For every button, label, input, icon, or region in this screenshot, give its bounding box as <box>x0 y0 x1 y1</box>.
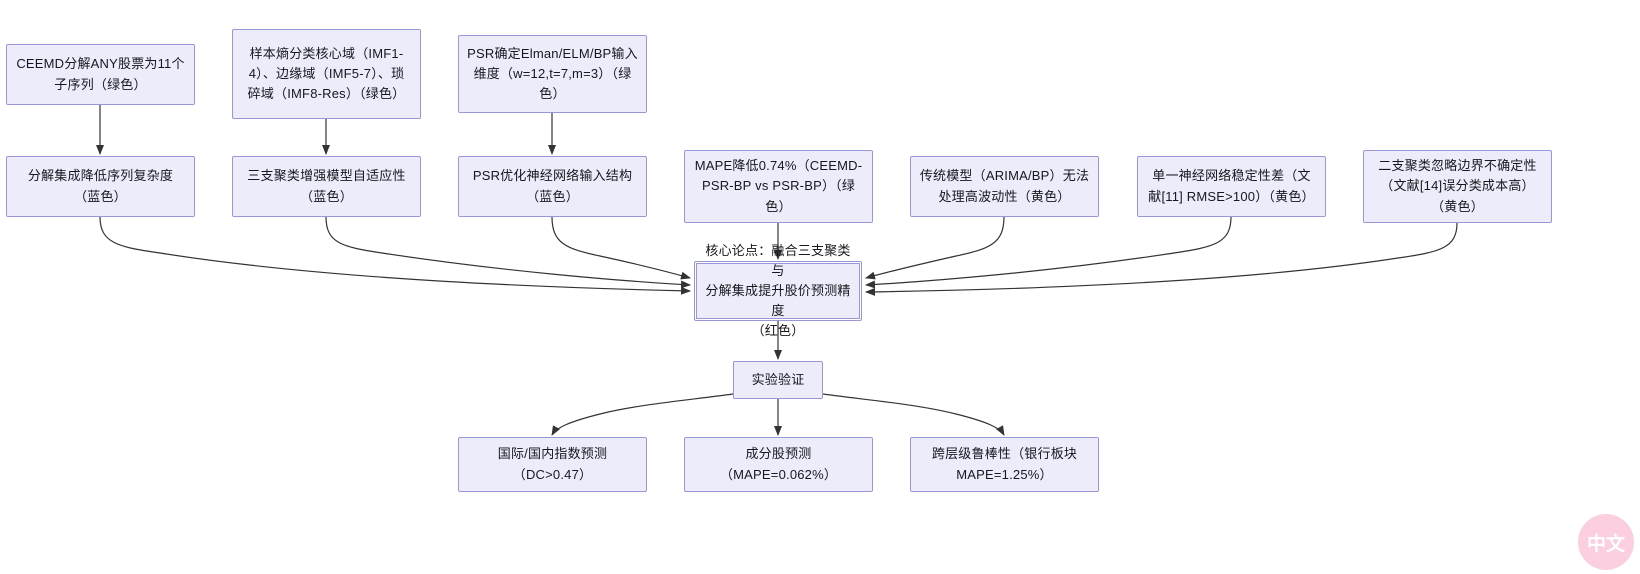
node-label: 二支聚类忽略边界不确定性 （文献[14]误分类成本高） （黄色） <box>1378 158 1537 214</box>
node-sample-entropy-classification[interactable]: 样本熵分类核心域（IMF1- 4）、边缘域（IMF5-7）、琐 碎域（IMF8-… <box>232 29 421 119</box>
node-label: MAPE降低0.74%（CEEMD- PSR-BP vs PSR-BP）（绿 色… <box>694 158 863 214</box>
node-label: 跨层级鲁棒性（银行板块 MAPE=1.25%） <box>931 446 1078 482</box>
node-constituent-stock-forecasting[interactable]: 成分股预测 （MAPE=0.062%） <box>684 437 873 492</box>
node-label: PSR确定Elman/ELM/BP输入 维度（w=12,t=7,m=3）（绿 色… <box>467 45 638 102</box>
edge-n6-core <box>551 216 691 280</box>
watermark-text: 中文 <box>1586 533 1625 555</box>
node-label: CEEMD分解ANY股票为11个 子序列（绿色） <box>16 56 185 92</box>
edge-n12-n15 <box>822 393 1005 436</box>
node-core-thesis[interactable]: 核心论点：融合三支聚类与 分解集成提升股价预测精度 （红色） <box>694 243 862 338</box>
node-two-way-clustering-boundary[interactable]: 二支聚类忽略边界不确定性 （文献[14]误分类成本高） （黄色） <box>1363 150 1552 223</box>
node-label: 国际/国内指数预测 （DC>0.47） <box>497 446 608 482</box>
node-label: PSR优化神经网络输入结构 （蓝色） <box>472 168 633 204</box>
edge-n4-core <box>99 216 691 295</box>
node-ceemd-decomposition[interactable]: CEEMD分解ANY股票为11个 子序列（绿色） <box>6 44 195 105</box>
node-label: 成分股预测 （MAPE=0.062%） <box>719 446 838 482</box>
node-traditional-model-limitation[interactable]: 传统模型（ARIMA/BP）无法 处理高波动性（黄色） <box>910 156 1099 217</box>
watermark-badge: 中文 <box>1578 514 1634 570</box>
node-psr-optimizes-network-input[interactable]: PSR优化神经网络输入结构 （蓝色） <box>458 156 647 217</box>
node-experimental-validation[interactable]: 实验验证 <box>733 361 823 399</box>
node-label: 实验验证 <box>751 371 805 387</box>
node-decomposition-reduces-complexity[interactable]: 分解集成降低序列复杂度 （蓝色） <box>6 156 195 217</box>
node-label: 传统模型（ARIMA/BP）无法 处理高波动性（黄色） <box>919 168 1090 204</box>
node-label: 样本熵分类核心域（IMF1- 4）、边缘域（IMF5-7）、琐 碎域（IMF8-… <box>247 45 406 102</box>
node-label: 单一神经网络稳定性差（文 献[11] RMSE>100）（黄色） <box>1148 168 1315 204</box>
edge-n8-core <box>865 216 1005 280</box>
node-cross-level-robustness[interactable]: 跨层级鲁棒性（银行板块 MAPE=1.25%） <box>910 437 1099 492</box>
node-three-way-clustering-adaptivity[interactable]: 三支聚类增强模型自适应性 （蓝色） <box>232 156 421 217</box>
node-single-network-instability[interactable]: 单一神经网络稳定性差（文 献[11] RMSE>100）（黄色） <box>1137 156 1326 217</box>
node-label: 分解集成降低序列复杂度 （蓝色） <box>27 168 174 204</box>
node-label: 三支聚类增强模型自适应性 （蓝色） <box>247 168 406 204</box>
node-psr-input-dimension[interactable]: PSR确定Elman/ELM/BP输入 维度（w=12,t=7,m=3）（绿 色… <box>458 35 647 113</box>
edge-n10-core <box>865 222 1458 296</box>
edge-n12-n13 <box>551 393 734 436</box>
node-index-forecasting[interactable]: 国际/国内指数预测 （DC>0.47） <box>458 437 647 492</box>
edge-n9-core <box>865 216 1232 289</box>
node-mape-reduction[interactable]: MAPE降低0.74%（CEEMD- PSR-BP vs PSR-BP）（绿 色… <box>684 150 873 223</box>
node-label: 核心论点：融合三支聚类与 分解集成提升股价预测精度 （红色） <box>705 242 851 339</box>
edge-n5-core <box>325 216 691 289</box>
